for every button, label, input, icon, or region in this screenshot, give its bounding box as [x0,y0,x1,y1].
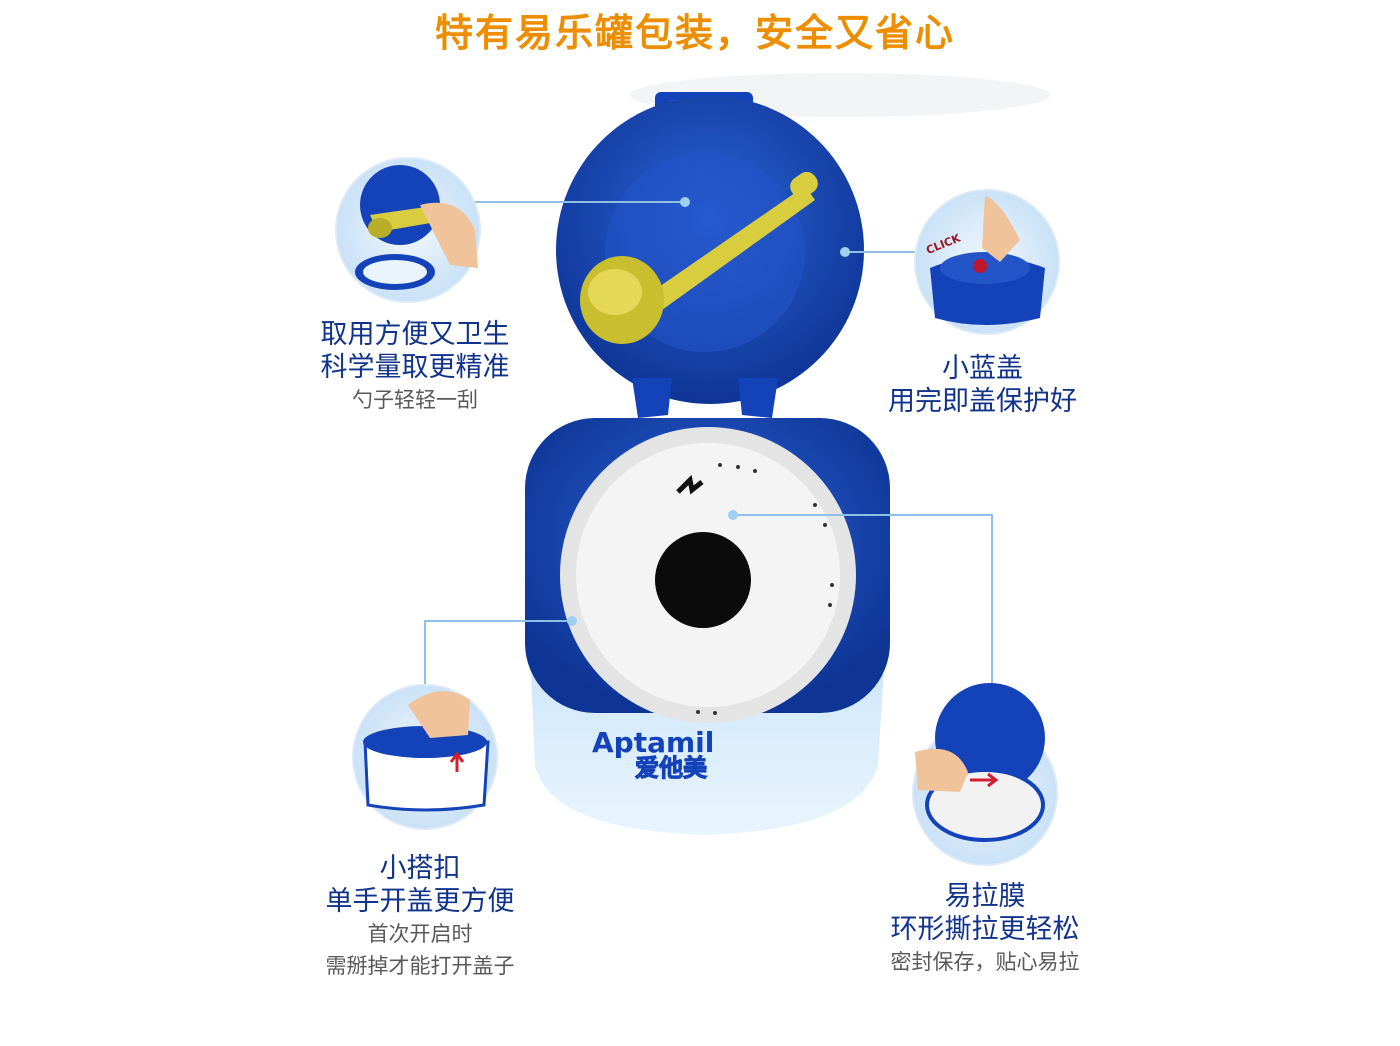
detail-circle-scoop [335,157,481,303]
feature-clasp-line2: 单手开盖更方便 [325,886,515,917]
feature-scoop-line2: 科学量取更精准 [320,352,510,383]
feature-lid: 小蓝盖 用完即盖保护好 [855,352,1110,418]
leader-dots [567,197,850,626]
feature-seal-sub: 密封保存，贴心易拉 [890,950,1080,974]
feature-clasp: 小搭扣 单手开盖更方便 首次开启时 需掰掉才能打开盖子 [285,852,555,982]
page-title: 特有易乐罐包装，安全又省心 [434,11,955,55]
feature-clasp-line1: 小搭扣 [379,853,461,884]
detail-circle-lid: CLICK [914,189,1060,335]
brand-logo-cn: 爱他美 [635,754,707,782]
brand-logo: Aptamil [592,726,714,759]
feature-seal-line2: 环形撕拉更轻松 [890,914,1080,945]
feature-scoop-sub: 勺子轻轻一刮 [352,388,478,412]
scoop [580,171,818,344]
feature-lid-line2: 用完即盖保护好 [888,386,1077,417]
feature-clasp-sub1: 首次开启时 [367,922,473,946]
feature-seal: 易拉膜 环形撕拉更轻松 密封保存，贴心易拉 [850,880,1120,978]
can-base: Aptamil 爱他美 [525,418,890,835]
detail-circle-clasp [352,684,498,830]
feature-scoop-line1: 取用方便又卫生 [320,319,510,350]
leader-lines [424,201,993,720]
feature-seal-line1: 易拉膜 [944,881,1026,912]
detail-circle-seal [912,683,1058,866]
feature-scoop: 取用方便又卫生 科学量取更精准 勺子轻轻一刮 [280,318,550,416]
feature-clasp-sub2: 需掰掉才能打开盖子 [325,954,515,978]
feature-lid-line1: 小蓝盖 [942,353,1023,384]
